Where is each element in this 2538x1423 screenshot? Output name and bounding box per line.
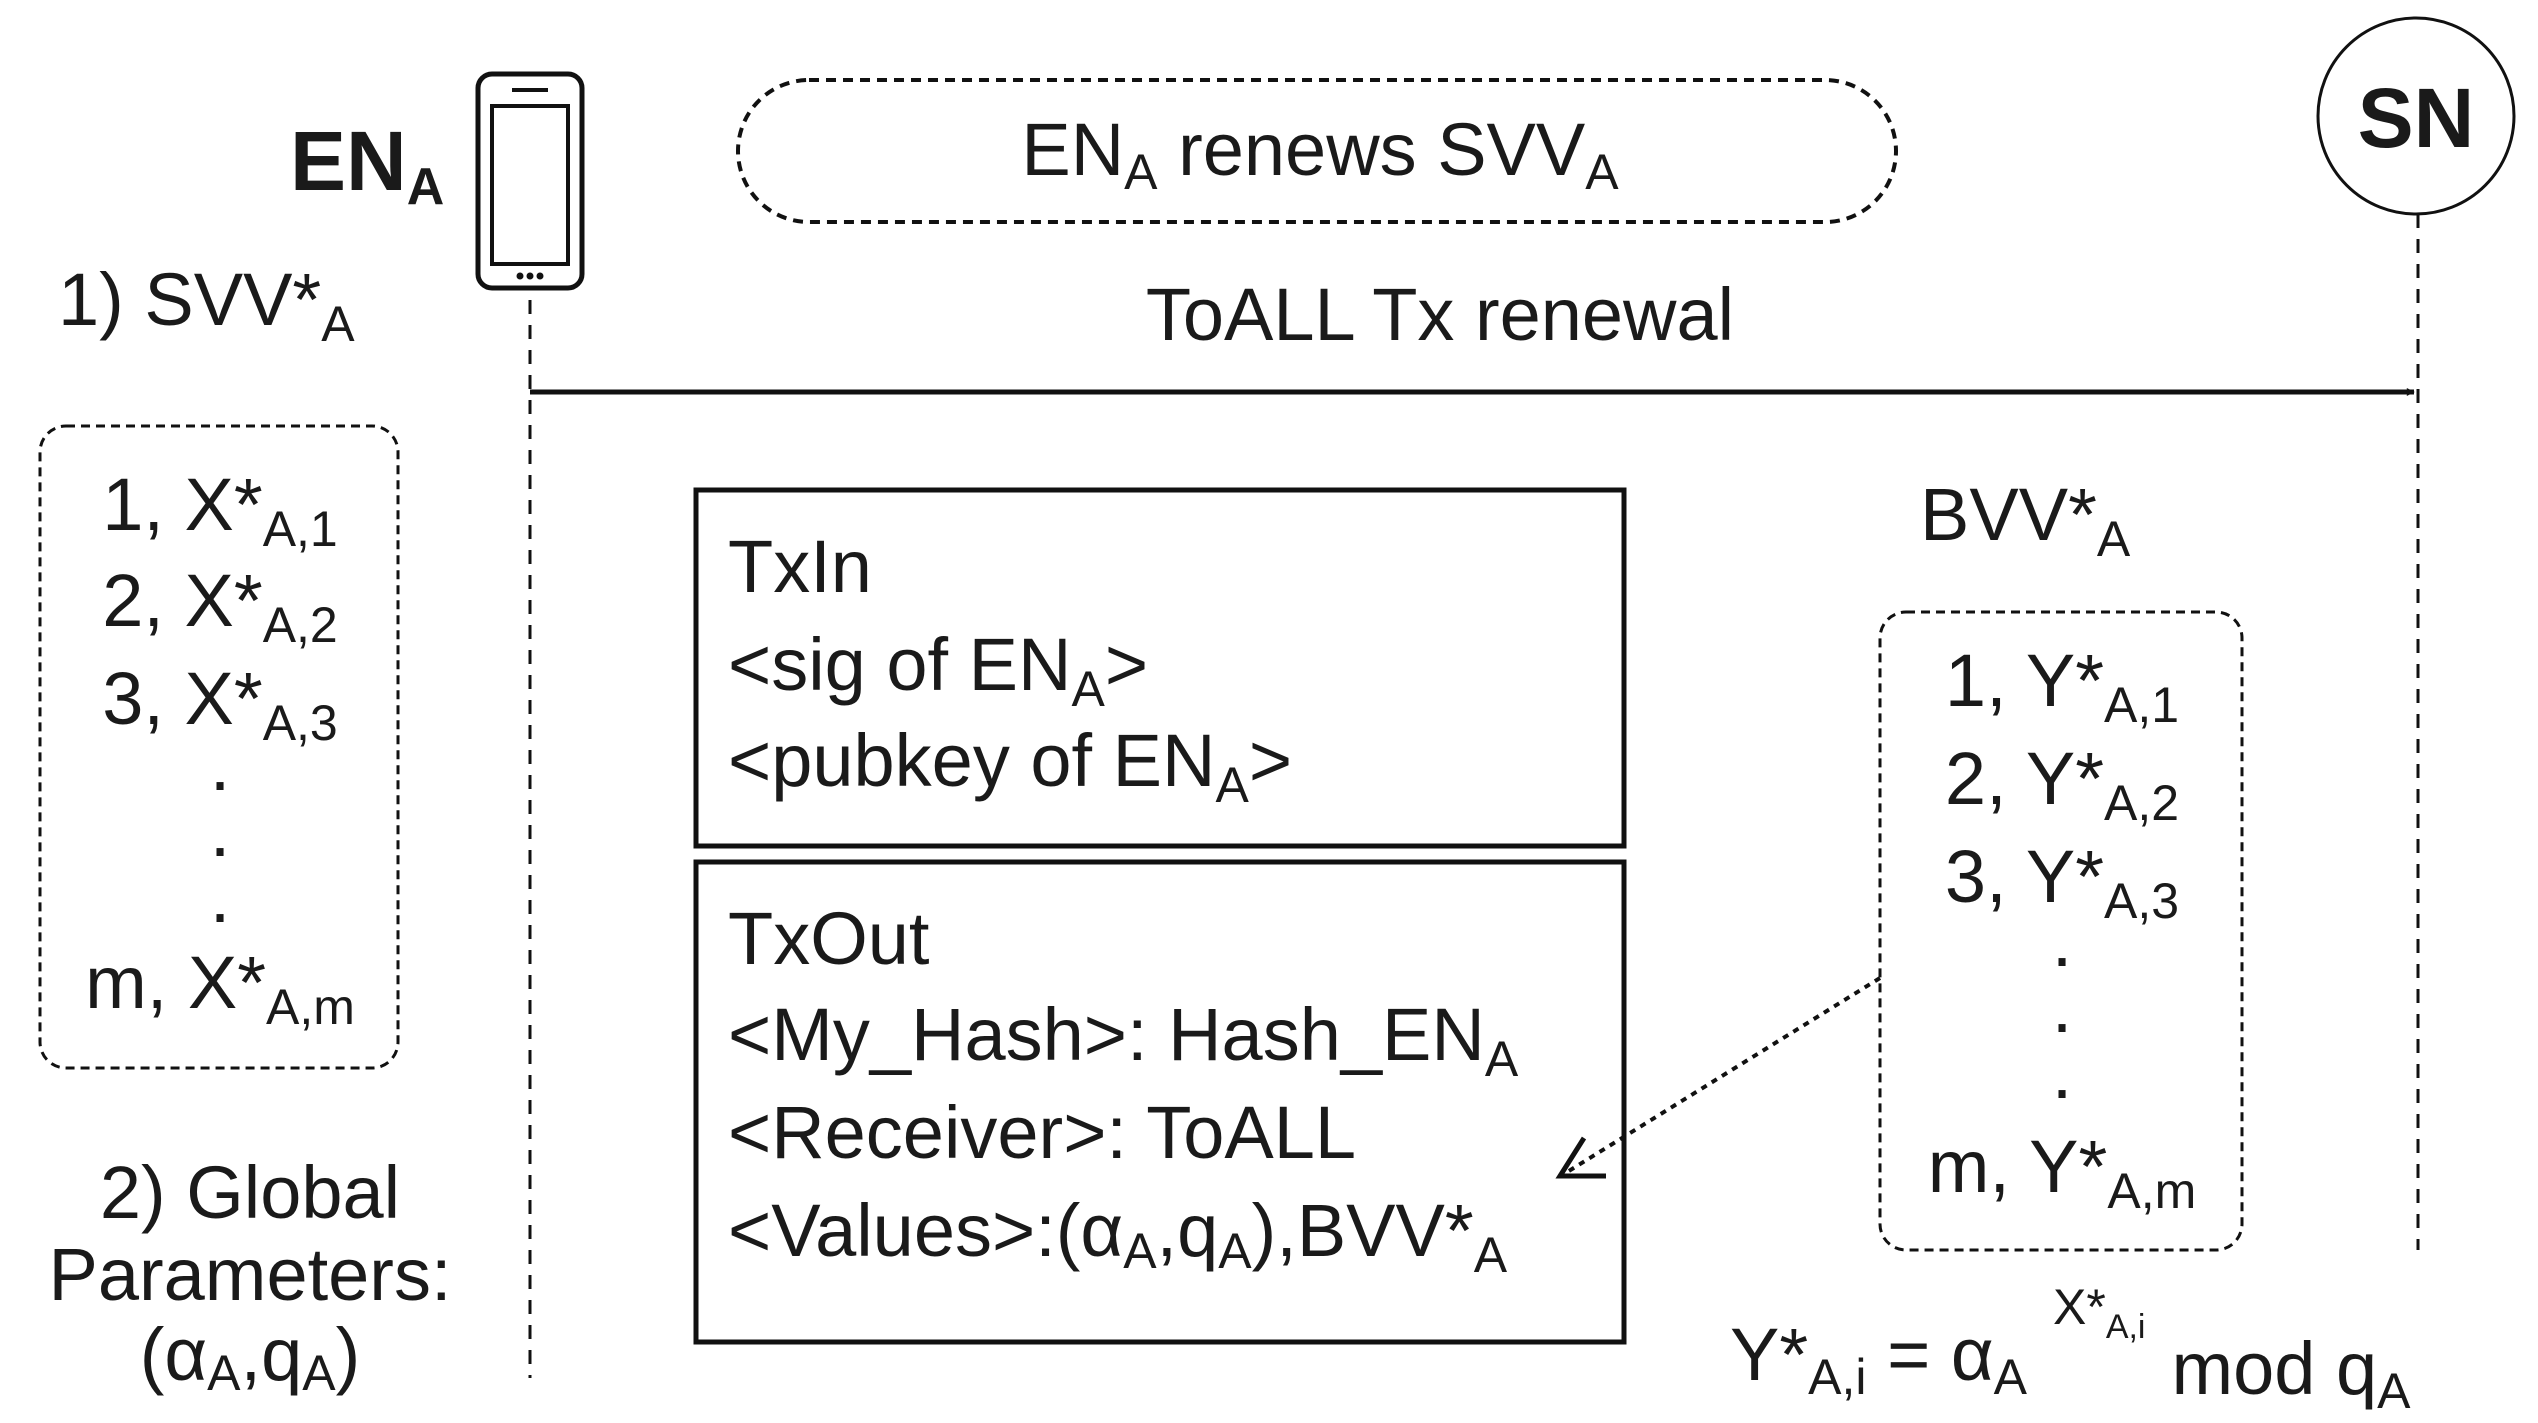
bvv-row: 2, Y*A,2 (1945, 737, 2179, 831)
bvv-row: m, Y*A,m (1928, 1125, 2197, 1219)
bvv-box (1878, 610, 2244, 1252)
bvv-title: BVV*A (1920, 473, 2131, 567)
txout-box (693, 859, 1627, 1345)
txin-pubkey: <pubkey of ENA> (728, 719, 1292, 813)
sn-node (2316, 16, 2516, 216)
bvv-pointer-line (1562, 976, 1882, 1176)
bvv-dot: . (2052, 965, 2073, 1048)
bvv-row: 3, Y*A,3 (1945, 835, 2179, 929)
svv-box (38, 424, 400, 1070)
txin-title: TxIn (728, 525, 872, 608)
txout-title: TxOut (728, 897, 930, 980)
renew-bubble-text: ENA renews SVVA (1021, 108, 1619, 200)
bvv-dot: . (2052, 1031, 2073, 1114)
global-line-1: 2) Global (100, 1151, 400, 1234)
global-line-3: (αA,qA) (140, 1313, 361, 1401)
global-line-2: Parameters: (48, 1233, 451, 1316)
svv-row: m, X*A,m (85, 941, 355, 1035)
svv-row: 3, X*A,3 (102, 657, 338, 751)
bvv-row: 1, Y*A,1 (1945, 639, 2179, 733)
message-label: ToALL Tx renewal (1146, 273, 1734, 356)
svv-dot: . (210, 789, 231, 872)
svv-title: 1) SVV*A (58, 258, 355, 352)
bvv-pointer-head (1555, 1136, 1606, 1179)
bvv-dot: . (2052, 899, 2073, 982)
sn-label: SN (2358, 71, 2475, 165)
svv-row: 2, X*A,2 (102, 559, 338, 653)
txout-hash: <My_Hash>: Hash_ENA (728, 993, 1519, 1087)
smartphone-icon (475, 71, 585, 291)
txout-receiver: <Receiver>: ToALL (728, 1091, 1356, 1174)
en-a-label: ENA (290, 114, 444, 216)
svv-dot: . (210, 855, 231, 938)
txin-box (693, 487, 1627, 849)
renew-bubble (736, 78, 1898, 224)
txout-values: <Values>:(αA,qA),BVV*A (728, 1189, 1508, 1283)
svv-dot: . (210, 723, 231, 806)
svv-row: 1, X*A,1 (102, 463, 338, 557)
txin-sig: <sig of ENA> (728, 623, 1148, 717)
